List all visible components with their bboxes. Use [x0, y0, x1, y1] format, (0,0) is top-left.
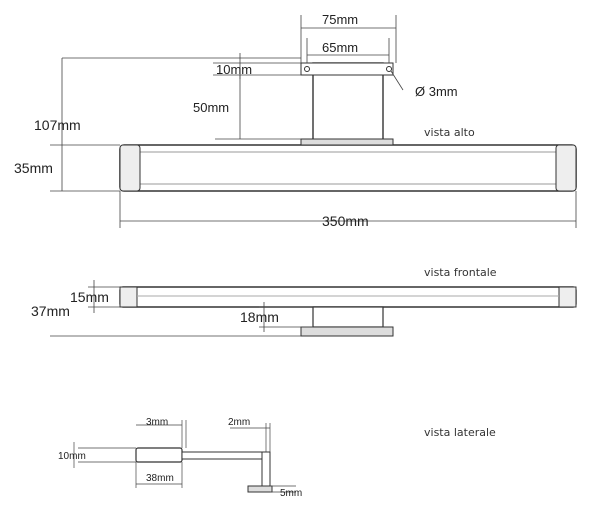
side-view	[73, 420, 296, 493]
dim-35mm: 35mm	[14, 160, 53, 176]
dim-75mm: 75mm	[322, 12, 358, 27]
label-vista-laterale: vista laterale	[424, 426, 496, 439]
dim-diameter: Ø 3mm	[415, 84, 458, 99]
dim-10mm-top: 10mm	[216, 62, 252, 77]
mounting-hole-left	[304, 66, 310, 72]
dim-65mm: 65mm	[322, 40, 358, 55]
front-lamp-bar	[119, 286, 577, 308]
dim-37mm: 37mm	[31, 303, 70, 319]
dim-15mm: 15mm	[70, 289, 109, 305]
dim-18mm: 18mm	[240, 309, 279, 325]
top-bracket-base	[300, 138, 394, 146]
label-vista-alto: vista alto	[424, 126, 475, 139]
dim-38mm: 38mm	[146, 473, 174, 484]
top-view	[50, 15, 577, 228]
side-lamp-profile	[135, 447, 183, 463]
front-right-end-cap	[558, 286, 577, 308]
label-vista-frontale: vista frontale	[424, 266, 497, 279]
front-view	[50, 280, 577, 337]
dim-50mm: 50mm	[193, 100, 229, 115]
dim-10mm-side: 10mm	[58, 451, 86, 462]
front-left-end-cap	[119, 286, 138, 308]
side-bracket-arm	[181, 451, 266, 460]
dim-107mm: 107mm	[34, 117, 81, 133]
top-left-end-cap	[119, 144, 141, 192]
side-wall-plate	[247, 485, 273, 493]
mounting-hole-right	[386, 66, 392, 72]
dim-3mm: 3mm	[146, 417, 168, 428]
side-bracket-vertical	[261, 451, 271, 489]
top-right-end-cap	[555, 144, 577, 192]
dim-2mm: 2mm	[228, 417, 250, 428]
top-wall-plate	[300, 62, 394, 76]
dim-350mm: 350mm	[322, 213, 369, 229]
front-bracket	[312, 306, 384, 328]
top-bracket-body	[312, 62, 384, 144]
dim-5mm: 5mm	[280, 488, 302, 499]
front-wall-plate	[300, 326, 394, 337]
